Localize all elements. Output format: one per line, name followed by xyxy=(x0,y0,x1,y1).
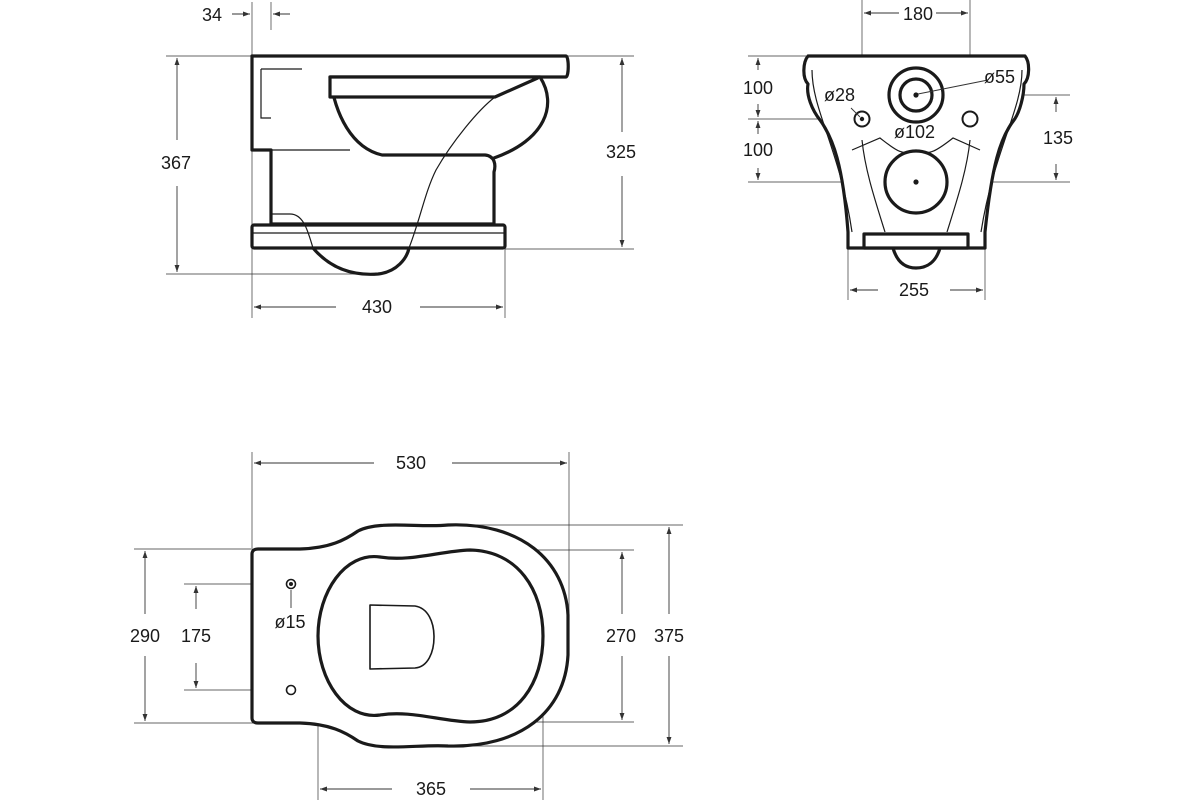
front-outlet-height-label: 135 xyxy=(1043,128,1073,148)
side-view: 34 367 325 430 xyxy=(161,2,636,318)
top-length-label: 530 xyxy=(396,453,426,473)
front-outlet-dia-label: ø102 xyxy=(894,122,935,142)
front-view: 180 100 100 135 ø55 ø28 ø102 255 xyxy=(743,0,1073,300)
top-hole-spacing-label: 175 xyxy=(181,626,211,646)
side-drain-pipe xyxy=(311,246,411,276)
side-height-total-label: 367 xyxy=(161,153,191,173)
front-side-hole-right xyxy=(961,110,979,128)
top-hole-dia-label: ø15 xyxy=(274,612,305,632)
top-mount-hole-lower xyxy=(285,684,297,696)
side-base-plinth xyxy=(250,223,507,250)
front-side-hole-dia-label: ø28 xyxy=(824,85,855,105)
front-inlet-dia-label: ø55 xyxy=(984,67,1015,87)
side-depth-label: 430 xyxy=(362,297,392,317)
front-hole-spacing-label: 180 xyxy=(903,4,933,24)
top-outer-width-label: 375 xyxy=(654,626,684,646)
top-bowl-opening xyxy=(369,604,435,670)
side-bowl-curve xyxy=(492,75,550,160)
front-upper-height-label: 100 xyxy=(743,78,773,98)
front-width-label: 255 xyxy=(899,280,929,300)
top-back-width-label: 290 xyxy=(130,626,160,646)
side-height-bowl-label: 325 xyxy=(606,142,636,162)
top-inner-width-label: 270 xyxy=(606,626,636,646)
top-bowl-length-label: 365 xyxy=(416,779,446,799)
top-view: ø15 530 290 175 270 375 365 xyxy=(130,452,684,800)
side-offset-label: 34 xyxy=(202,5,222,25)
side-bowl-rim xyxy=(328,75,542,99)
front-bottom-nub xyxy=(891,246,942,270)
front-base xyxy=(862,232,970,250)
front-lower-height-label: 100 xyxy=(743,140,773,160)
